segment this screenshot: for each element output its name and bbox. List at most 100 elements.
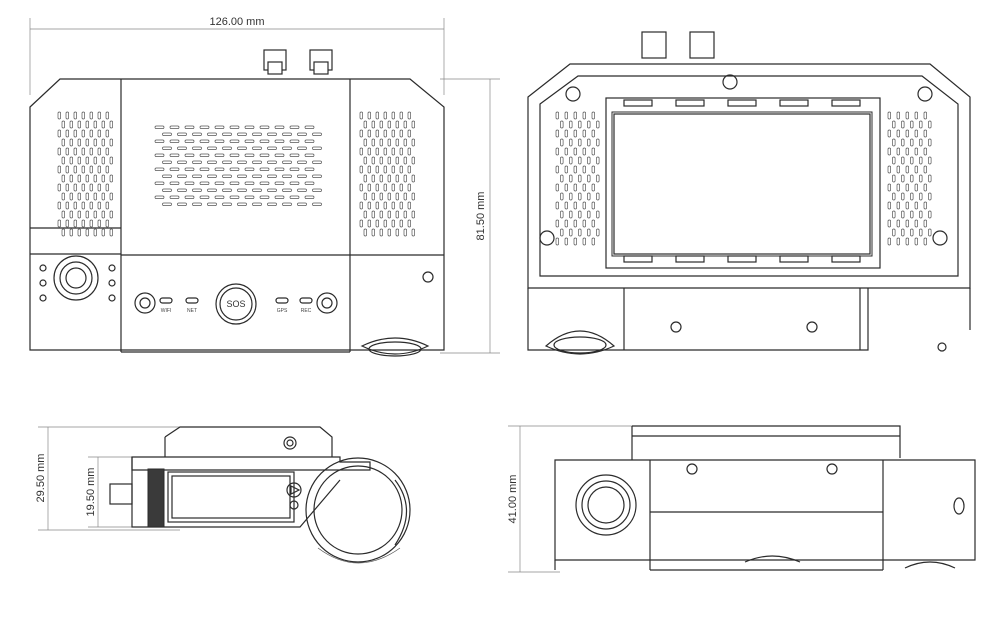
vent-slot [407,219,411,228]
side-view: 29.50 mm 19.50 mm [35,426,411,564]
side-lens-outer [305,457,411,563]
vent-slot [237,132,247,136]
vent-slot [555,165,559,174]
vent-slot [105,147,109,156]
vent-slot [403,192,407,201]
vent-slot [244,167,255,171]
vent-slot [252,174,262,178]
vent-slot [896,147,900,156]
vent-slot [81,147,85,156]
screw-hole [953,497,965,515]
width-dimension-label: 126.00 mm [209,16,264,28]
vent-slot [65,219,69,228]
vent-slot [184,139,195,143]
vent-slot [93,228,97,237]
vent-slot [297,188,307,192]
vent-slot [105,219,109,228]
vent-slot [403,156,407,165]
vent-slot [154,195,165,199]
vent-slot [887,165,891,174]
vent-slot [596,156,600,165]
vent-slot [73,183,77,192]
vent-slot [162,132,172,136]
vent-slot [391,201,395,210]
led-dot [39,264,47,272]
vent-slot [229,153,240,157]
vent-slot [923,147,927,156]
vent-slot [896,111,900,120]
vent-slot [919,120,923,129]
screen-clip-tabs [623,99,861,263]
vent-slot [399,111,403,120]
vent-slot [282,146,292,150]
vent-slot [587,138,591,147]
vent-slot [387,228,391,237]
vent-grill-back-left [555,111,600,246]
vent-slot [169,181,180,185]
vent-slot [391,111,395,120]
vent-grill-right [359,111,415,237]
vent-slot [297,160,307,164]
vent-slot [555,147,559,156]
vent-slot [367,201,371,210]
vent-slot [928,210,932,219]
vent-slot [274,167,285,171]
vent-slot [395,192,399,201]
vent-slot [359,201,363,210]
vent-grill-left [57,111,113,237]
vent-slot [391,147,395,156]
vent-slot [569,192,573,201]
vent-slot [928,228,932,237]
vent-slot [399,129,403,138]
vent-slot [573,237,577,246]
vent-slot [573,201,577,210]
vent-slot [914,237,918,246]
vent-slot [184,167,195,171]
vent-slot [312,174,322,178]
vent-slot [407,183,411,192]
vent-slot [304,153,315,157]
vent-slot [411,156,415,165]
vent-slot [192,202,202,206]
vent-slot [896,201,900,210]
screen-clip-tab [779,255,809,263]
gps-led [275,297,289,304]
antenna-connector-back-right [689,31,715,59]
vent-slot [101,192,105,201]
antenna-connector-right-nut [313,61,329,75]
vent-slot [222,202,232,206]
vent-slot [207,202,217,206]
vent-slot [387,210,391,219]
vent-slot [555,183,559,192]
vent-slot [564,183,568,192]
vent-slot [569,138,573,147]
vent-slot [407,165,411,174]
side-dark-strip [147,468,165,528]
vent-slot [395,156,399,165]
vent-slot [85,228,89,237]
vent-slot [89,183,93,192]
vent-slot [555,129,559,138]
vent-slot [363,138,367,147]
vent-slot [154,153,165,157]
vent-slot [274,139,285,143]
vent-slot [905,201,909,210]
vent-slot [77,228,81,237]
front-body-outline [29,78,445,351]
vent-slot [395,138,399,147]
vent-slot [85,156,89,165]
vent-slot [214,167,225,171]
vent-slot [375,165,379,174]
vent-slot [93,156,97,165]
vent-slot [154,139,165,143]
vent-slot [399,165,403,174]
vent-slot [105,165,109,174]
vent-slot [214,181,225,185]
vent-slot [85,210,89,219]
vent-slot [259,139,270,143]
vent-slot [411,192,415,201]
vent-slot [61,138,65,147]
vent-slot [395,210,399,219]
vent-slot [587,192,591,201]
